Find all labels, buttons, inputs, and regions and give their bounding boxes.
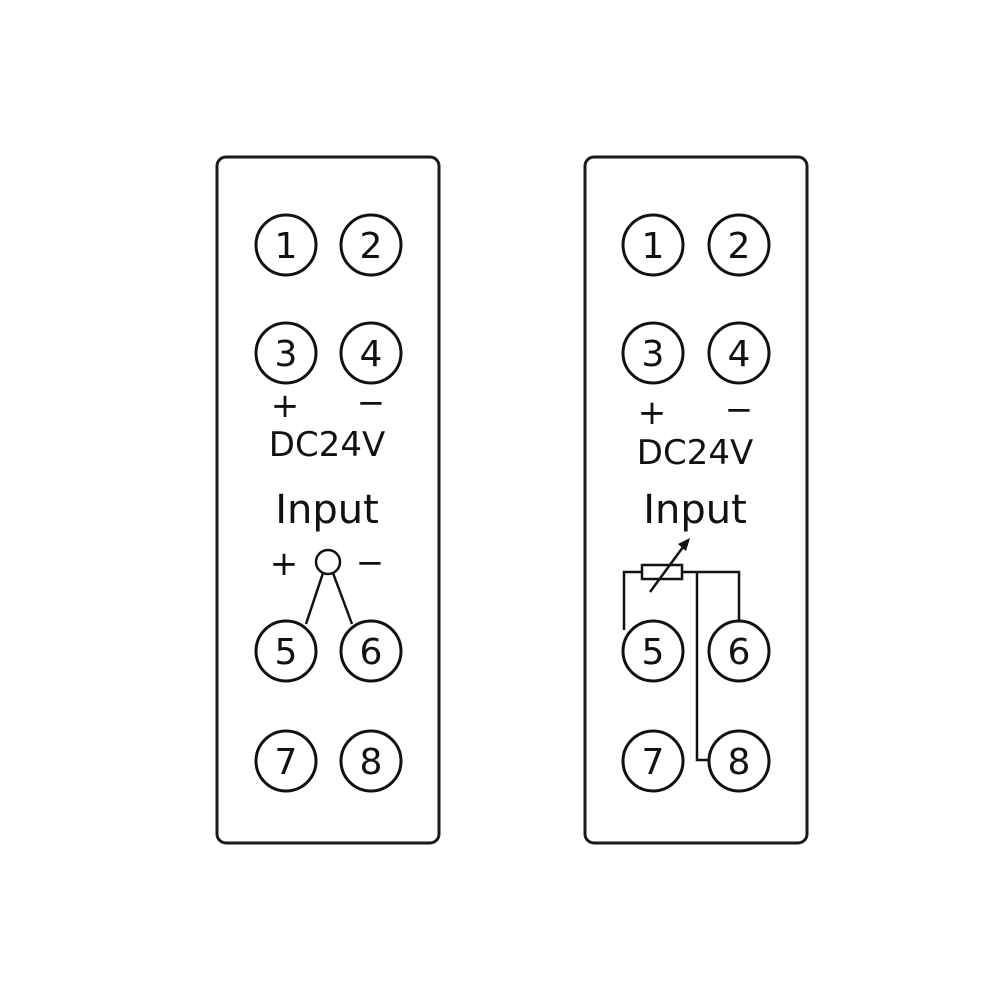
input-label: Input <box>643 487 747 533</box>
thermocouple-wire-positive <box>304 572 325 625</box>
terminal-4: 4 <box>339 321 403 385</box>
terminal-6: 6 <box>339 619 403 683</box>
terminal-1: 1 <box>621 213 685 277</box>
rtd-wire-to-terminal-5 <box>622 570 642 630</box>
thermocouple-wire-negative <box>331 572 354 625</box>
rtd-resistor-icon <box>640 538 690 593</box>
terminal-2: 2 <box>707 213 771 277</box>
terminal-7: 7 <box>254 729 318 793</box>
power-voltage-label: DC24V <box>637 433 753 473</box>
svg-text:6: 6 <box>360 632 383 673</box>
panel-rtd: 1 2 3 4 5 6 7 8 + − <box>583 155 809 845</box>
terminal-3: 3 <box>621 321 685 385</box>
terminal-2: 2 <box>339 213 403 277</box>
terminal-4: 4 <box>707 321 771 385</box>
svg-text:7: 7 <box>642 742 665 783</box>
svg-text:8: 8 <box>360 742 383 783</box>
terminal-6: 6 <box>707 619 771 683</box>
svg-text:8: 8 <box>728 742 751 783</box>
power-minus-sign: − <box>725 390 754 430</box>
rtd-wire-to-terminal-6 <box>682 570 741 622</box>
power-voltage-label: DC24V <box>269 425 385 465</box>
terminal-8: 8 <box>339 729 403 793</box>
svg-text:4: 4 <box>728 334 751 375</box>
svg-text:6: 6 <box>728 632 751 673</box>
power-minus-sign: − <box>357 383 386 423</box>
rtd-wire-to-terminal-8 <box>695 572 712 762</box>
power-plus-sign: + <box>638 393 667 433</box>
svg-text:7: 7 <box>275 742 298 783</box>
svg-text:4: 4 <box>360 334 383 375</box>
terminal-7: 7 <box>621 729 685 793</box>
input-label: Input <box>275 487 379 533</box>
input-plus-sign: + <box>270 544 299 584</box>
terminal-5: 5 <box>621 619 685 683</box>
svg-text:3: 3 <box>275 334 298 375</box>
power-plus-sign: + <box>271 386 300 426</box>
terminal-5: 5 <box>254 619 318 683</box>
svg-text:2: 2 <box>728 226 751 267</box>
svg-text:3: 3 <box>642 334 665 375</box>
panel-thermocouple: 1 2 3 4 5 6 7 8 + − <box>215 155 441 845</box>
svg-text:2: 2 <box>360 226 383 267</box>
input-minus-sign: − <box>356 543 385 583</box>
svg-text:1: 1 <box>642 226 665 267</box>
terminal-3: 3 <box>254 321 318 385</box>
thermocouple-junction <box>314 548 342 576</box>
svg-text:1: 1 <box>275 226 298 267</box>
terminal-8: 8 <box>707 729 771 793</box>
terminal-1: 1 <box>254 213 318 277</box>
svg-text:5: 5 <box>642 632 665 673</box>
svg-text:5: 5 <box>275 632 298 673</box>
